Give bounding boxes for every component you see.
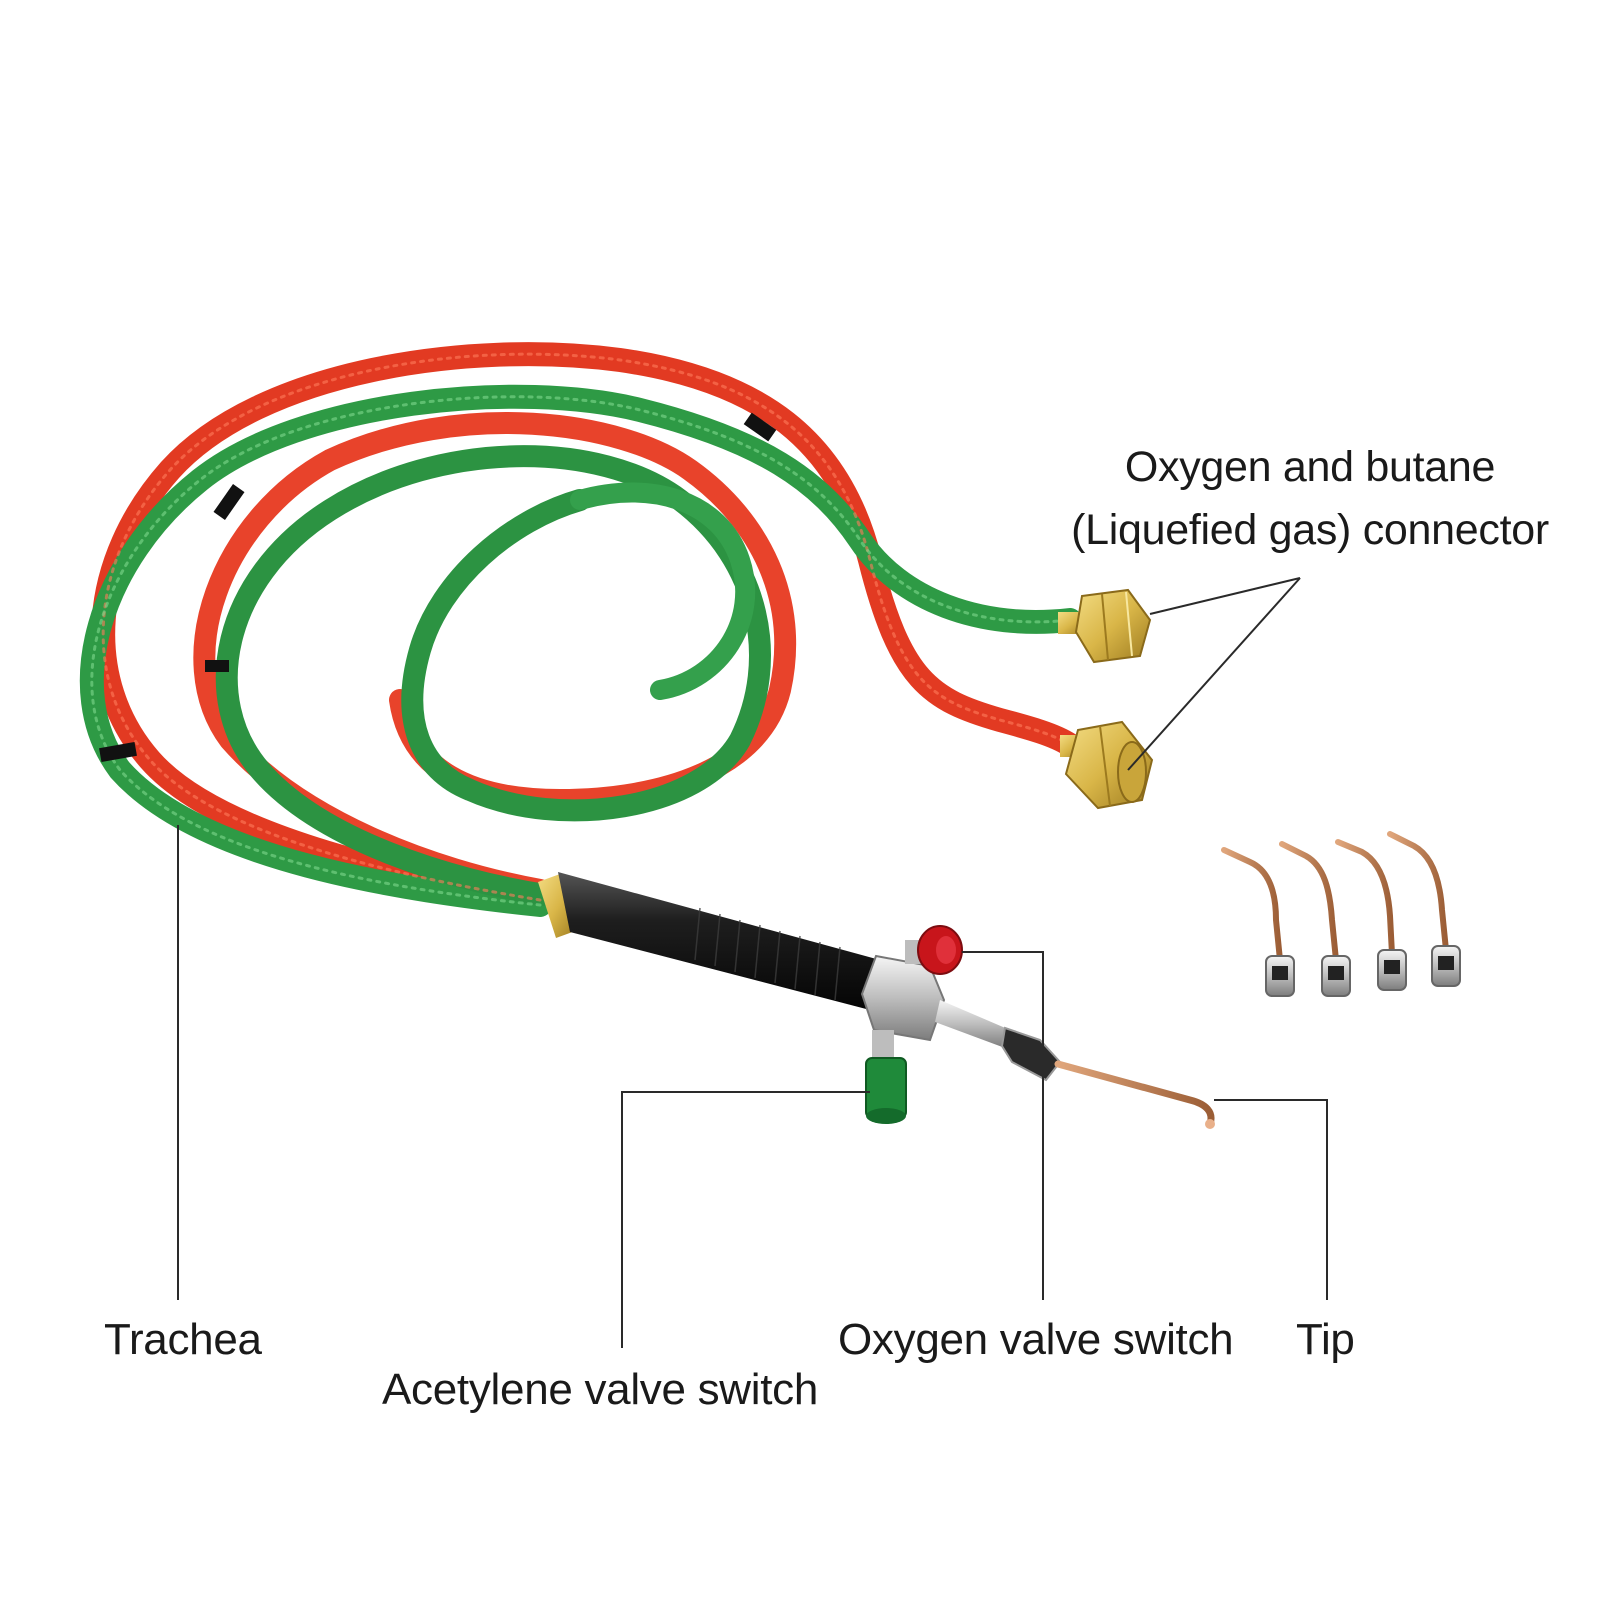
connector-label-line1: Oxygen and butane xyxy=(1124,443,1496,491)
tip-label: Tip xyxy=(1296,1315,1355,1364)
hose-tie xyxy=(205,660,229,672)
torch-handle xyxy=(538,872,1215,1129)
spare-tips xyxy=(1221,831,1461,997)
spare-tip xyxy=(1335,839,1407,991)
torch-tip xyxy=(1054,1060,1215,1128)
red-hose-inner xyxy=(193,412,797,901)
hose-tie xyxy=(743,412,777,442)
hose-bundle xyxy=(79,342,1082,917)
leader-connector-green xyxy=(1149,577,1301,615)
acetylene-valve-label: Acetylene valve switch xyxy=(382,1365,819,1414)
green-hose-loop xyxy=(570,482,756,700)
trachea-label: Trachea xyxy=(104,1315,262,1364)
leader-connector-red xyxy=(1127,577,1301,771)
spare-tip xyxy=(1279,841,1351,997)
oxygen-valve-label: Oxygen valve switch xyxy=(838,1315,1234,1364)
leader-tip xyxy=(1214,1099,1328,1300)
leader-lines xyxy=(177,577,1328,1348)
oxygen-valve-knob xyxy=(905,925,963,975)
brass-connector-green xyxy=(1058,588,1152,664)
spare-tip xyxy=(1221,847,1295,997)
leader-oxygen xyxy=(962,951,1044,1300)
leader-acetylene xyxy=(621,1091,870,1348)
hose-tie xyxy=(99,741,137,763)
hose-tie xyxy=(213,484,245,520)
connector-label: Oxygen and butane (Liquefied gas) connec… xyxy=(1010,436,1600,562)
acetylene-valve-knob xyxy=(865,1030,907,1124)
spare-tip xyxy=(1387,831,1461,987)
brass-connector-red xyxy=(1060,720,1154,810)
connector-label-line2: (Liquefied gas) connector xyxy=(1071,506,1549,554)
